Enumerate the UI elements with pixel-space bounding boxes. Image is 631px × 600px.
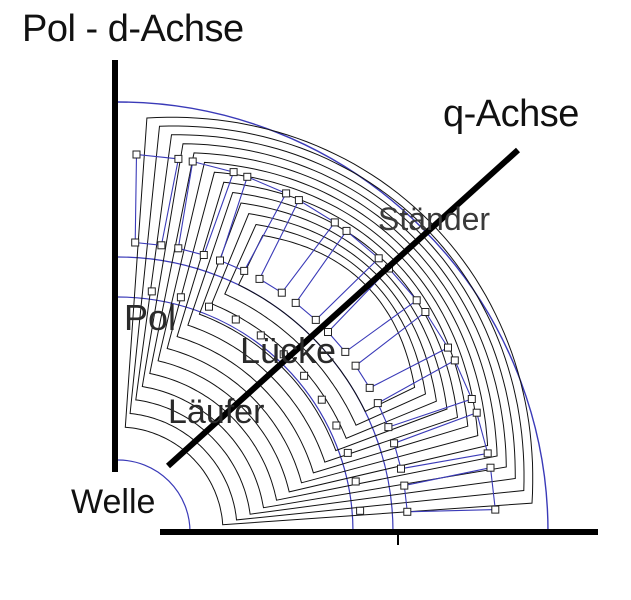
mesh-node (400, 481, 409, 490)
field-line (237, 234, 416, 413)
mesh-node (397, 464, 405, 473)
mesh-node (176, 293, 185, 302)
mesh-node (256, 331, 265, 340)
stator-slot (258, 199, 336, 294)
mesh-node (486, 463, 495, 472)
mesh-node (174, 154, 183, 163)
mesh-node (341, 347, 350, 356)
d-axis-label: Pol - d-Achse (22, 8, 244, 50)
mesh-node (403, 507, 412, 516)
mesh-node (330, 218, 339, 227)
mesh-node (374, 254, 383, 263)
gap-label: Lücke (240, 330, 337, 371)
field-line (157, 161, 489, 493)
mesh-node (351, 477, 360, 486)
field-line (129, 125, 525, 521)
mesh-node (229, 168, 238, 177)
mesh-node (483, 449, 492, 458)
mesh-node (291, 298, 300, 307)
mesh-node (147, 287, 156, 296)
mesh-node (472, 408, 481, 417)
q-axis-line (165, 147, 521, 469)
mesh-node (373, 399, 382, 408)
mesh-node (412, 296, 421, 305)
shaft-boundary-arc (117, 459, 191, 533)
mesh-node (300, 371, 309, 380)
mesh-node (390, 439, 399, 448)
mesh-node (240, 266, 249, 275)
mesh-node (324, 328, 332, 336)
mesh-node (332, 421, 341, 430)
axes (112, 60, 598, 545)
mesh-node (243, 172, 252, 181)
mesh-node (157, 241, 166, 250)
mesh-node (132, 150, 141, 159)
mesh-node (277, 288, 286, 297)
mesh-node (231, 315, 240, 324)
mesh-node (467, 395, 476, 403)
mesh-node (255, 274, 264, 283)
field-line (224, 223, 427, 426)
mesh-node (174, 244, 183, 253)
stator-slot (403, 467, 496, 513)
field-line (166, 171, 479, 484)
mesh-node (131, 238, 140, 247)
field-line (124, 116, 534, 526)
field-line (187, 191, 459, 463)
mesh-node (282, 189, 291, 198)
field-line (141, 143, 507, 509)
rotor-boundary-arc (117, 296, 354, 533)
mesh-node (205, 302, 213, 311)
field-line (176, 181, 469, 474)
mesh-node (317, 395, 326, 404)
magnetic-field-lines (124, 116, 534, 526)
q-axis-label: q-Achse (443, 93, 579, 135)
mesh-node (365, 383, 374, 392)
stator-slot (354, 311, 449, 389)
mesh-node (351, 361, 360, 370)
mesh-node (188, 157, 197, 166)
mesh-node (343, 448, 352, 457)
mesh-node (294, 196, 303, 205)
mesh-node (342, 226, 351, 235)
mesh-node (444, 343, 452, 352)
pole-label: Pol (124, 297, 177, 338)
mesh-node (216, 256, 224, 265)
field-line (211, 213, 437, 439)
mesh-node (356, 506, 365, 515)
stator-outer-boundary-arc (117, 101, 549, 533)
mesh-node (421, 308, 430, 316)
rotor-label: Läufer (168, 393, 265, 431)
mesh-node (491, 505, 500, 514)
mesh-node (199, 251, 208, 259)
mesh-nodes (131, 150, 500, 516)
mesh-node (311, 315, 320, 324)
stator-slot (219, 176, 287, 272)
field-line (149, 152, 498, 501)
mesh-node (384, 423, 393, 432)
shaft-label: Welle (71, 483, 156, 521)
mesh-node (450, 356, 459, 365)
field-line (135, 134, 516, 515)
stator-label: Ständer (378, 201, 491, 237)
field-line (198, 202, 448, 452)
